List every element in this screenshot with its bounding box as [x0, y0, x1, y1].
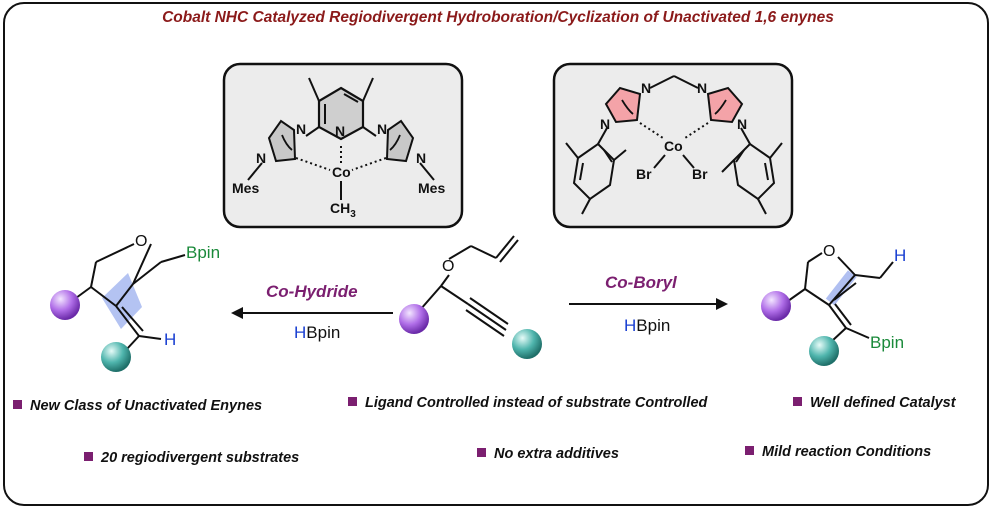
bullet-mild-conditions: Mild reaction Conditions — [745, 444, 931, 460]
right-product-oxygen: O — [823, 243, 836, 260]
label-co-left: Co — [332, 164, 351, 180]
label-n-right-lower: N — [416, 150, 427, 166]
label-ch3: CH3 — [330, 200, 356, 220]
label-mes-left: Mes — [232, 180, 260, 196]
left-product-bpin: Bpin — [186, 243, 221, 262]
right-product-bpin: Bpin — [870, 333, 905, 352]
substituent-sphere-teal — [512, 329, 542, 359]
label-n-left-lower: N — [256, 150, 267, 166]
bullet-square-icon — [84, 452, 93, 461]
bullet-square-icon — [348, 397, 357, 406]
label-co-right: Co — [664, 138, 683, 154]
figure-title: Cobalt NHC Catalyzed Regiodivergent Hydr… — [162, 9, 834, 26]
label-n-right-imidazole: N — [377, 121, 388, 137]
bullet-new-class: New Class of Unactivated Enynes — [13, 398, 262, 414]
bullet-square-icon — [793, 397, 802, 406]
bullet-well-defined: Well defined Catalyst — [793, 395, 956, 411]
bullet-substrates: 20 regiodivergent substrates — [84, 450, 299, 466]
enyne-substrate-structure — [399, 235, 542, 359]
bullet-ligand-controlled: Ligand Controlled instead of substrate C… — [348, 395, 707, 411]
outer-frame — [3, 2, 989, 506]
substituent-sphere-teal — [809, 336, 839, 366]
substrate-oxygen: O — [442, 258, 455, 275]
label-n-top-left: N — [641, 80, 652, 96]
substituent-sphere-purple — [399, 304, 429, 334]
label-mes-right: Mes — [418, 180, 446, 196]
pincer-catalyst-structure — [247, 77, 435, 200]
bis-nhc-catalyst-structure — [565, 75, 783, 215]
substituent-sphere-purple — [761, 291, 791, 321]
left-product-hydrogen: H — [164, 330, 177, 349]
catalyst-box-left — [222, 62, 464, 229]
reagent-hbpin-left: HBpin — [294, 323, 341, 342]
condition-co-hydride: Co-Hydride — [266, 282, 358, 301]
label-n-pyridine: N — [335, 123, 346, 139]
label-br-right: Br — [692, 166, 708, 182]
right-product-hydrogen: H — [894, 246, 907, 265]
arrowhead-left — [231, 307, 243, 319]
substituent-sphere-purple — [50, 290, 80, 320]
bullet-square-icon — [13, 400, 22, 409]
left-product-oxygen: O — [135, 233, 148, 250]
condition-co-boryl: Co-Boryl — [605, 273, 677, 292]
reagent-hbpin-right: HBpin — [624, 316, 671, 335]
label-n-top-right: N — [697, 80, 708, 96]
label-br-left: Br — [636, 166, 652, 182]
label-n-right-lower: N — [737, 116, 748, 132]
label-n-left-imidazole: N — [296, 121, 307, 137]
product-left-structure — [50, 243, 186, 372]
bullet-square-icon — [745, 446, 754, 455]
bullet-no-additives: No extra additives — [477, 446, 619, 462]
label-n-left-lower: N — [600, 116, 611, 132]
substituent-sphere-teal — [101, 342, 131, 372]
bullet-square-icon — [477, 448, 486, 457]
arrowhead-right — [716, 298, 728, 310]
product-right-structure — [761, 252, 894, 366]
